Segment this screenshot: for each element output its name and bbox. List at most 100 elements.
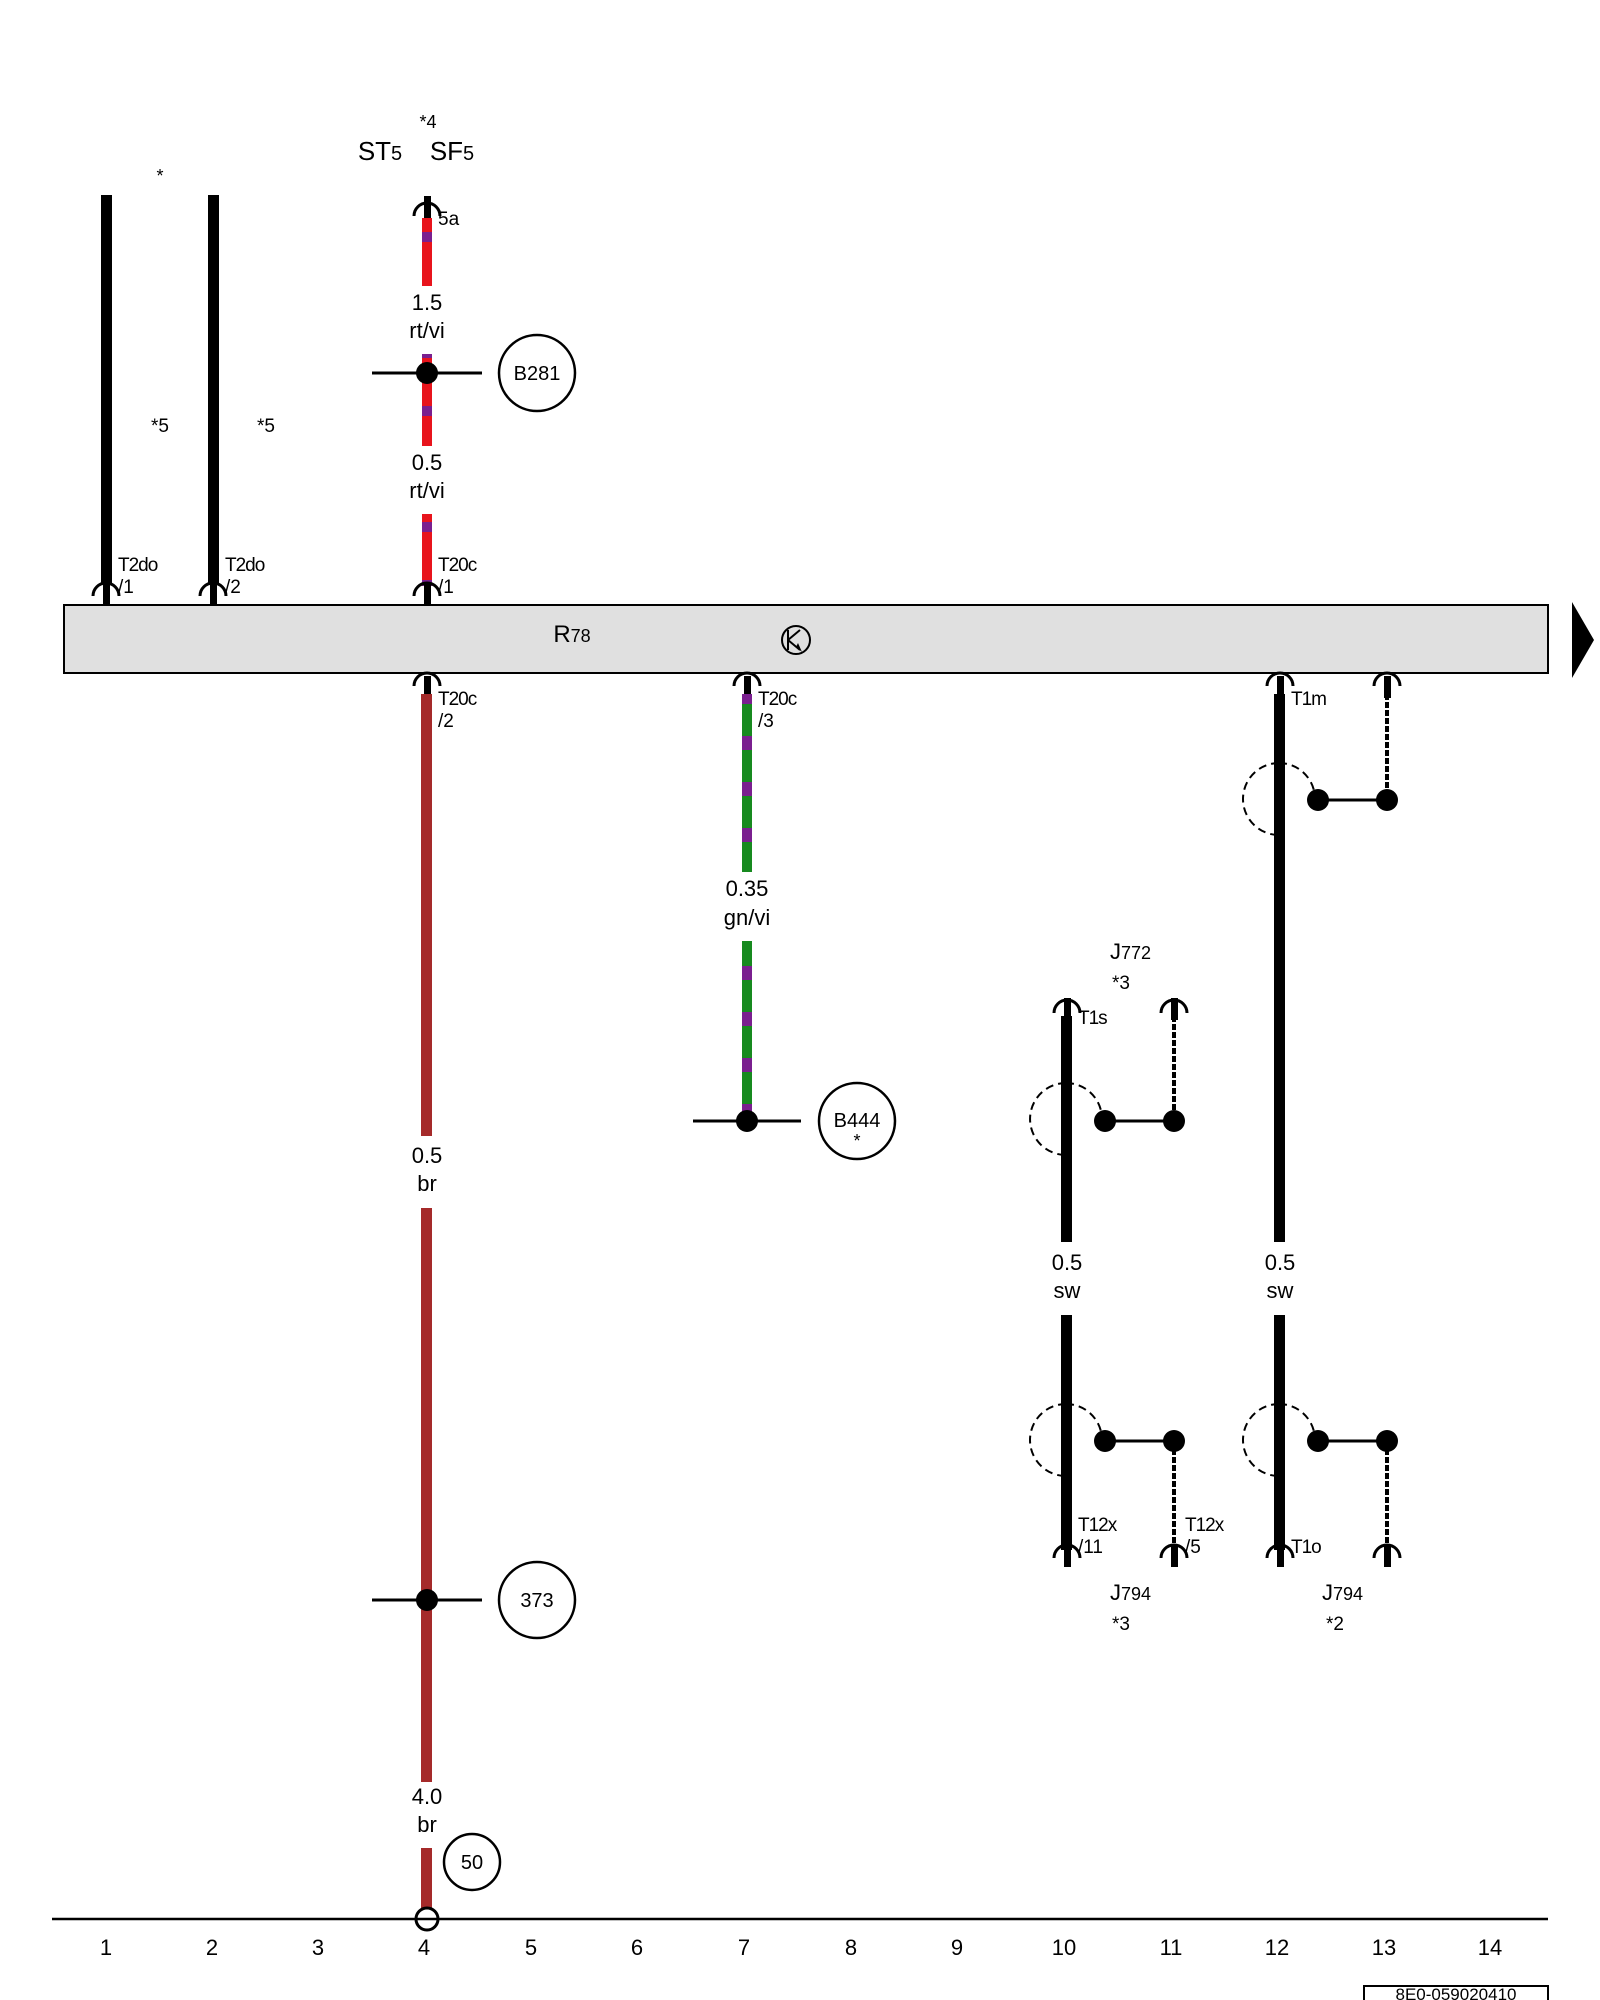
ruler-number: 13 — [1372, 1935, 1396, 1960]
wire-4-top-color-2: rt/vi — [409, 478, 444, 503]
wire-12-bot-shield-icon-right — [1278, 1403, 1316, 1441]
wire-4-top-gauge-1: 1.5 — [412, 290, 443, 315]
splice-373-label: 373 — [520, 1590, 553, 1612]
wire-12-segment-2 — [1274, 1315, 1285, 1550]
splice-b444-label: B444 — [834, 1110, 881, 1132]
wire-2-pin: /2 — [225, 577, 241, 598]
header-st-label: ST5 — [358, 136, 402, 166]
wire-7-pin-socket — [732, 671, 762, 698]
wire-12-bot-shield-icon — [1242, 1403, 1280, 1477]
ruler-numbers: 1 2 3 4 5 6 7 8 9 10 11 12 13 14 — [100, 1935, 1502, 1960]
ruler-number: 8 — [845, 1935, 857, 1960]
ruler-number: 3 — [312, 1935, 324, 1960]
wire-1-mark: *5 — [151, 416, 169, 437]
ruler-number: 5 — [525, 1935, 537, 1960]
component-j794-a-label: J794 — [1110, 1580, 1151, 1605]
ruler-number: 2 — [206, 1935, 218, 1960]
component-j794-b-mark: *2 — [1326, 1614, 1344, 1635]
wire-7-segment-1 — [742, 694, 752, 872]
wire-12-segment-1 — [1274, 694, 1285, 1242]
wire-4-top-pin-socket — [412, 196, 442, 218]
wire-4-top-conn-socket — [412, 581, 442, 605]
wire-7-pin: /3 — [758, 711, 774, 732]
wire-10-top-shield-dot-2 — [1163, 1110, 1185, 1132]
wire-4-bot-gauge-2: 4.0 — [412, 1784, 443, 1809]
component-j772-label: J772 — [1110, 939, 1151, 964]
wire-2-connector: T2do — [225, 555, 265, 576]
component-j794-b-label: J794 — [1322, 1580, 1363, 1605]
wire-12-top-socket — [1265, 671, 1295, 698]
wire-10-side-connector: T12x — [1185, 1515, 1225, 1536]
splice-b444-mark: * — [853, 1131, 860, 1151]
wire-10-bot-pin: /11 — [1078, 1537, 1103, 1558]
wire-10-bot-connector: T12x — [1078, 1515, 1118, 1536]
wire-4-bot-pin: /2 — [438, 711, 454, 732]
ruler-number: 10 — [1052, 1935, 1076, 1960]
ground-50-label: 50 — [461, 1852, 483, 1874]
wire-2-mark: *5 — [257, 416, 275, 437]
splice-373-ref — [497, 1560, 577, 1640]
wire-4-top-gauge-2: 0.5 — [412, 450, 443, 475]
wire-2 — [208, 195, 219, 585]
wire-2-pin-socket — [198, 581, 228, 605]
component-bar-label: R78 — [553, 621, 590, 648]
component-bar-r78 — [63, 604, 1549, 674]
ruler-number: 11 — [1160, 1935, 1183, 1960]
wire-10-segment-2 — [1061, 1315, 1072, 1550]
wire-4-top-pin: 5a — [438, 209, 460, 230]
wire-12-top-side-socket — [1372, 671, 1402, 698]
wire-12-top-shield-icon — [1242, 762, 1280, 836]
wire-4-top-segment-1 — [422, 218, 432, 286]
wire-7-connector: T20c — [758, 689, 797, 710]
header-sf-label: SF5 — [430, 136, 474, 166]
wire-4-top-color-1: rt/vi — [409, 318, 444, 343]
wire-7-segment-2 — [742, 941, 752, 1121]
ruler-number: 6 — [631, 1935, 643, 1960]
wire-7-gauge: 0.35 — [726, 876, 769, 901]
wire-4-bot-connector: T20c — [438, 689, 477, 710]
component-j772-mark: *3 — [1112, 973, 1130, 994]
wire-10-top-shield-icon-right — [1065, 1082, 1103, 1120]
splice-373-dot — [416, 1589, 438, 1611]
wire-12-bot-connector: T1o — [1291, 1537, 1321, 1558]
wire-7-color: gn/vi — [724, 905, 770, 930]
splice-b281-ref — [497, 333, 577, 413]
wire-12-top-shield-icon-right — [1278, 762, 1316, 800]
wire-4-top-segment-3 — [422, 514, 432, 586]
wire-4-bot-segment-3 — [421, 1848, 432, 1910]
wire-10-bot-socket — [1052, 1543, 1082, 1567]
wire-12-bot-shield-dot-1 — [1307, 1430, 1329, 1452]
wire-10-bot-shield-icon — [1029, 1403, 1067, 1477]
ruler-number: 9 — [951, 1935, 963, 1960]
wire-12-gauge: 0.5 — [1265, 1250, 1296, 1275]
wire-12-top-shield-dot-2 — [1376, 789, 1398, 811]
wire-4-bot-color-1: br — [417, 1171, 437, 1196]
splice-b281-label: B281 — [514, 363, 561, 385]
wire-12-top-connector: T1m — [1291, 689, 1326, 710]
wire-4-bot-pin-socket — [412, 671, 442, 698]
splice-b444-ref — [817, 1081, 897, 1161]
wire-4-bot-segment-2 — [421, 1208, 432, 1782]
wire-1-connector: T2do — [118, 555, 158, 576]
transistor-icon — [781, 625, 811, 655]
header-star: * — [156, 166, 163, 186]
wire-4-bot-gauge-1: 0.5 — [412, 1143, 443, 1168]
ruler-number: 7 — [738, 1935, 750, 1960]
wire-10-top-side-socket — [1159, 998, 1189, 1020]
wire-1-pin-socket — [91, 581, 121, 605]
wire-10-side-pin: /5 — [1185, 1537, 1201, 1558]
component-j794-a-mark: *3 — [1112, 1614, 1130, 1635]
wire-10-top-socket — [1052, 998, 1082, 1020]
splice-b444-dot — [736, 1110, 758, 1132]
wire-10-bot-side-socket — [1159, 1543, 1189, 1567]
wire-1 — [101, 195, 112, 585]
doc-id: 8E0-059020410 — [1395, 1985, 1516, 2000]
wire-12-top-shield-dot-1 — [1307, 789, 1329, 811]
wire-4-top-connector: T20c — [438, 555, 477, 576]
header-marker: *4 — [419, 112, 436, 132]
wire-10-top-connector: T1s — [1078, 1008, 1107, 1029]
ruler-number: 14 — [1478, 1935, 1502, 1960]
wire-12-bot-side-socket — [1372, 1543, 1402, 1567]
ruler-number: 4 — [418, 1935, 430, 1960]
